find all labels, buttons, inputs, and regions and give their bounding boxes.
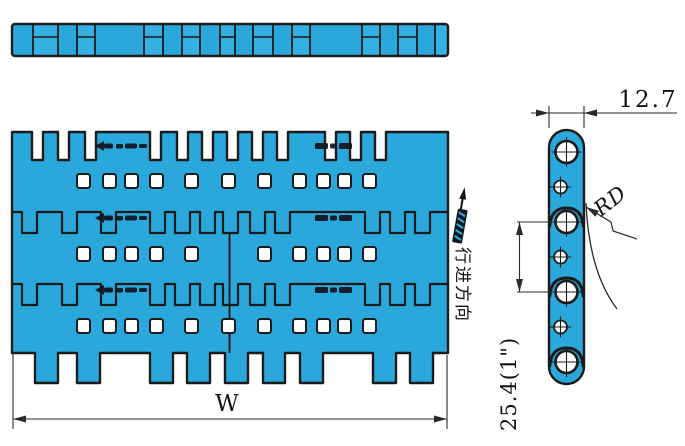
edge-segment bbox=[144, 24, 163, 56]
edge-segment bbox=[398, 24, 417, 56]
belt-plan-view bbox=[10, 130, 450, 385]
travel-direction-arrow-icon bbox=[452, 187, 468, 244]
drain-hole bbox=[124, 173, 139, 189]
radius-leader-line bbox=[585, 206, 638, 240]
drain-hole bbox=[124, 246, 139, 262]
travel-direction-indicator: 行进方向 bbox=[452, 187, 472, 323]
dimension-arrowhead bbox=[584, 109, 597, 117]
drain-hole bbox=[76, 246, 91, 262]
drain-hole bbox=[149, 173, 164, 189]
drain-hole bbox=[337, 318, 352, 334]
belt-stripes bbox=[454, 211, 466, 241]
edge-segment bbox=[273, 24, 292, 56]
edge-segment bbox=[417, 24, 435, 56]
dimension-arrowhead bbox=[434, 415, 447, 423]
drain-hole bbox=[316, 246, 331, 262]
drain-hole bbox=[102, 246, 117, 262]
edge-segment bbox=[310, 24, 362, 56]
edge-view-outline bbox=[10, 22, 450, 58]
dimension-arrowhead bbox=[13, 415, 26, 423]
embossed-mark-code bbox=[315, 215, 352, 221]
edge-segment bbox=[163, 24, 182, 56]
edge-segment bbox=[235, 24, 253, 56]
drain-hole bbox=[362, 173, 377, 189]
drain-hole bbox=[149, 318, 164, 334]
edge-segment bbox=[95, 24, 144, 56]
arrow-head bbox=[459, 187, 467, 200]
drain-hole bbox=[257, 318, 272, 334]
edge-segment bbox=[77, 24, 95, 56]
flex-radius-arc bbox=[585, 202, 618, 310]
edge-segment bbox=[380, 24, 398, 56]
edge-segment bbox=[292, 24, 310, 56]
drain-hole bbox=[292, 318, 307, 334]
drain-hole bbox=[337, 173, 352, 189]
drain-hole bbox=[102, 173, 117, 189]
drain-hole bbox=[362, 318, 377, 334]
drain-hole bbox=[76, 173, 91, 189]
embossed-mark-arrow bbox=[95, 285, 147, 295]
dimension-arrowhead bbox=[516, 279, 523, 292]
embossed-mark-code bbox=[315, 143, 352, 149]
radius-arrowhead bbox=[586, 207, 599, 217]
embossed-mark-arrow bbox=[95, 213, 147, 223]
edge-segment bbox=[220, 24, 235, 56]
dimension-arrowhead bbox=[516, 222, 523, 235]
edge-segment bbox=[362, 24, 380, 56]
embossed-mark-arrow bbox=[95, 141, 147, 151]
edge-segment bbox=[182, 24, 200, 56]
belt-edge-view bbox=[10, 22, 450, 58]
drain-hole bbox=[337, 246, 352, 262]
dimension-annotations bbox=[12, 106, 677, 429]
drain-hole bbox=[292, 246, 307, 262]
pitch-dimension-label: 25.4(1") bbox=[497, 337, 521, 431]
drain-hole bbox=[102, 318, 117, 334]
drain-hole bbox=[316, 318, 331, 334]
drain-hole bbox=[149, 246, 164, 262]
drain-hole bbox=[316, 173, 331, 189]
hinge-wave bbox=[12, 282, 448, 307]
drain-hole bbox=[292, 173, 307, 189]
drain-hole bbox=[257, 173, 272, 189]
edge-segment bbox=[253, 24, 273, 56]
hinge-wave bbox=[12, 210, 448, 235]
drain-hole bbox=[221, 318, 236, 334]
width-dimension-label: W bbox=[215, 391, 241, 417]
edge-segment bbox=[12, 24, 33, 56]
drain-hole bbox=[184, 173, 199, 189]
drain-hole bbox=[221, 173, 236, 189]
drain-hole bbox=[124, 318, 139, 334]
edge-segment bbox=[33, 24, 58, 56]
drain-hole bbox=[362, 246, 377, 262]
embossed-mark-code bbox=[315, 287, 352, 293]
drain-hole bbox=[184, 246, 199, 262]
drain-hole bbox=[76, 318, 91, 334]
thickness-dimension-label: 12.7 bbox=[618, 87, 677, 113]
belt-side-view bbox=[547, 128, 618, 386]
edge-segment bbox=[58, 24, 77, 56]
edge-segment bbox=[200, 24, 220, 56]
dimension-arrowhead bbox=[536, 109, 549, 117]
drain-hole bbox=[184, 318, 199, 334]
edge-segment bbox=[435, 24, 448, 56]
drain-hole bbox=[257, 246, 272, 262]
travel-direction-label: 行进方向 bbox=[452, 247, 472, 323]
